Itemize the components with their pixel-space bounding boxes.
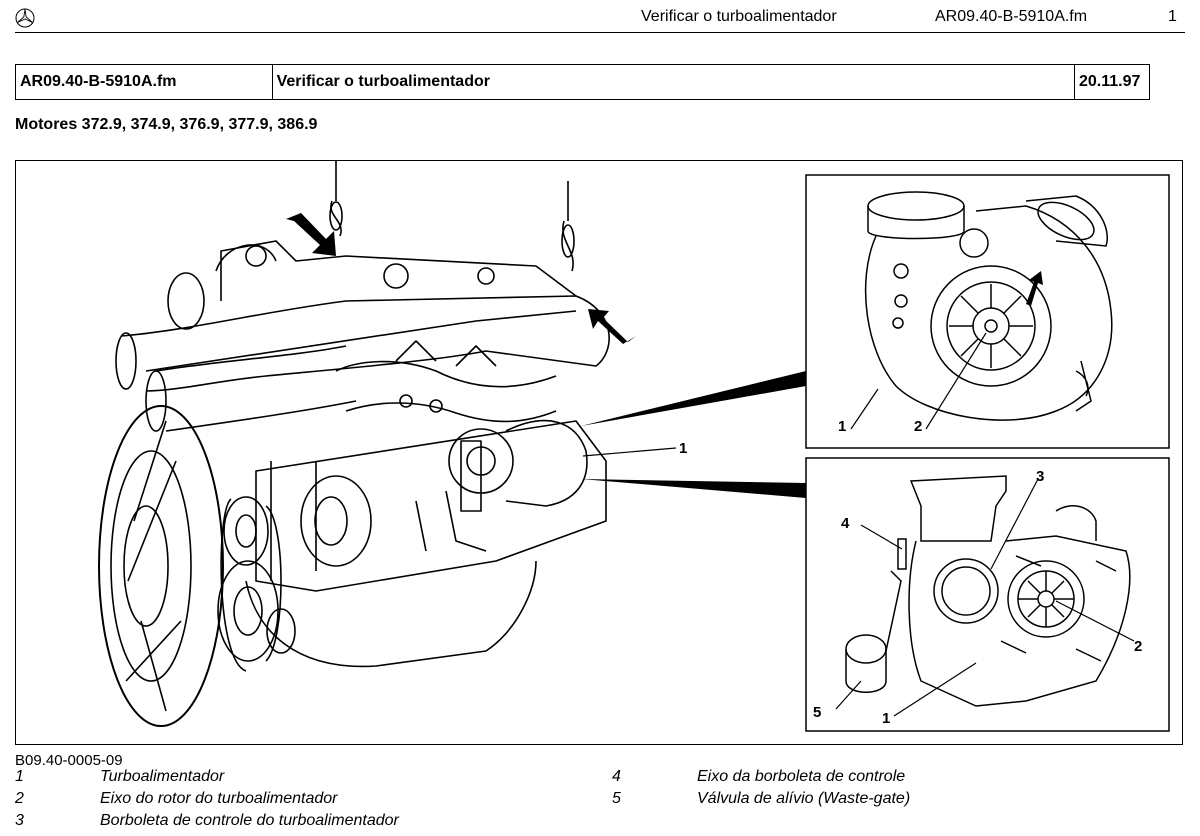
detail-bottom-pointer (581, 479, 806, 498)
page-number: 1 (1168, 8, 1177, 25)
detail-bottom-box (805, 457, 1170, 732)
header-title: Verificar o turboalimentador (641, 8, 837, 25)
legend-item: 1 Turboalimentador (15, 768, 515, 788)
detail-top-pointer (581, 371, 806, 426)
engine-illustration (98, 161, 610, 727)
arrow-icon (286, 213, 336, 256)
figure-code: B09.40-0005-09 (15, 752, 123, 769)
legend-number: 2 (15, 790, 24, 807)
detail-bottom-callout-3: 3 (1036, 468, 1044, 485)
document-info-table: AR09.40-B-5910A.fm Verificar o turboalim… (15, 64, 1150, 100)
legend-text: Eixo do rotor do turboalimentador (100, 790, 338, 807)
detail-bottom-callout-5: 5 (813, 704, 821, 721)
turbo-detail-bottom (845, 475, 1131, 707)
legend-item: 5 Válvula de alívio (Waste-gate) (612, 790, 1112, 810)
legend-text: Eixo da borboleta de controle (697, 768, 906, 785)
detail-bottom-callout-2: 2 (1134, 638, 1142, 655)
detail-top-box (805, 174, 1170, 449)
arrow-icon (1026, 271, 1043, 306)
legend-number: 5 (612, 790, 621, 807)
header-divider (15, 32, 1185, 33)
legend-number: 4 (612, 768, 621, 785)
legend-number: 3 (15, 812, 24, 829)
page-header: Verificar o turboalimentador AR09.40-B-5… (0, 0, 1200, 34)
header-file-name: AR09.40-B-5910A.fm (935, 8, 1088, 25)
turbo-detail-top (864, 191, 1113, 421)
engine-drawing: 1 1 2 (98, 161, 1170, 732)
three-pointed-star-icon (15, 8, 35, 28)
engine-arrows (286, 213, 636, 344)
detail-bottom-callout-1: 1 (882, 710, 890, 727)
legend-text: Borboleta de controle do turboalimentado… (100, 812, 399, 829)
legend-item: 3 Borboleta de controle do turboalimenta… (15, 812, 515, 832)
legend-text: Turboalimentador (100, 768, 225, 785)
engine-models-heading: Motores 372.9, 374.9, 376.9, 377.9, 386.… (15, 116, 318, 133)
legend-item: 4 Eixo da borboleta de controle (612, 768, 1112, 788)
detail-top-callout-1: 1 (838, 418, 846, 435)
detail-top-callout-2: 2 (914, 418, 922, 435)
legend-text: Válvula de alívio (Waste-gate) (697, 790, 911, 807)
main-callout-1: 1 (679, 440, 687, 457)
info-date-cell: 20.11.97 (1074, 64, 1150, 100)
info-file-cell: AR09.40-B-5910A.fm (15, 64, 273, 100)
arrow-icon (588, 309, 636, 344)
info-title-cell: Verificar o turboalimentador (271, 64, 1076, 100)
detail-bottom-callout-4: 4 (841, 515, 850, 532)
legend-item: 2 Eixo do rotor do turboalimentador (15, 790, 515, 810)
legend-number: 1 (15, 768, 24, 785)
engine-figure: 1 1 2 (15, 160, 1183, 745)
